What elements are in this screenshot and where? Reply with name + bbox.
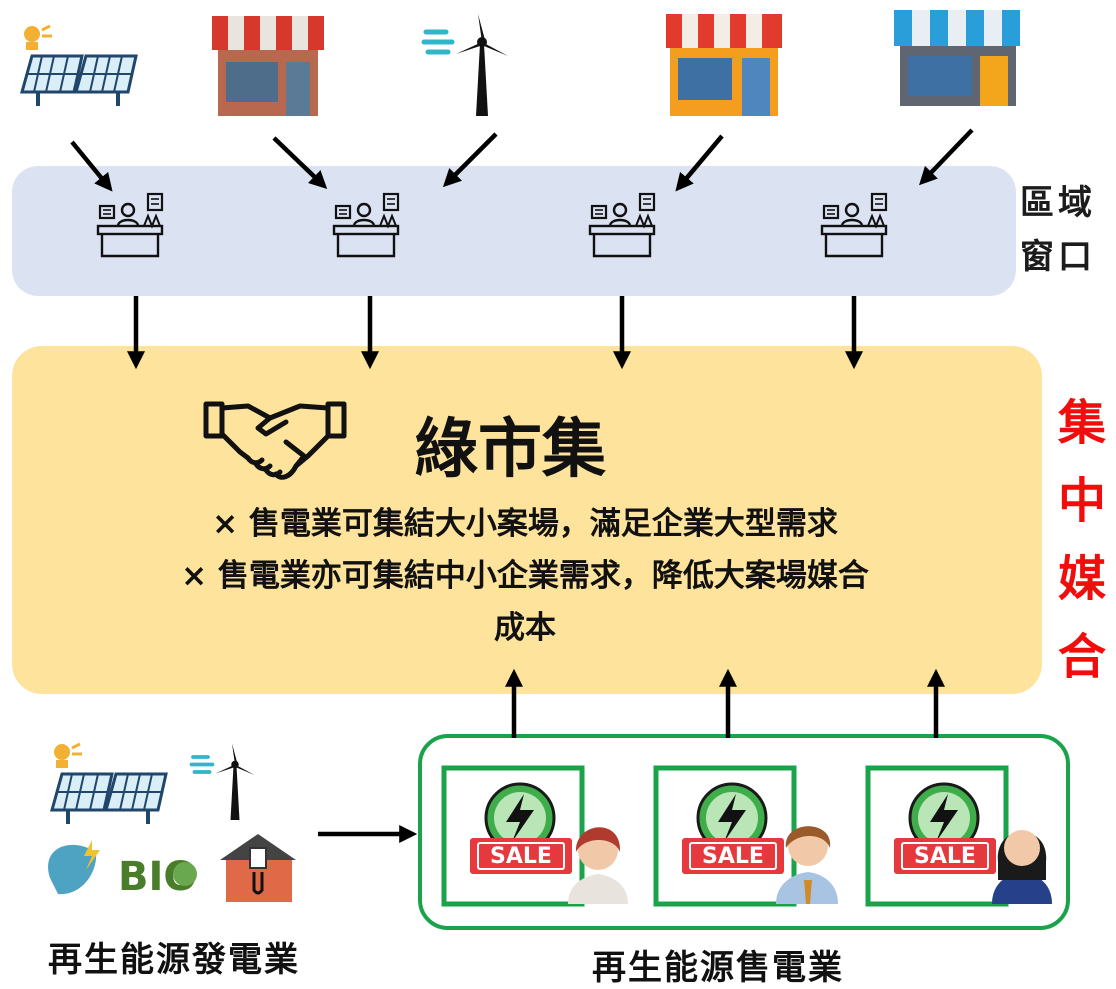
man-avatar [776, 826, 838, 904]
storefront-orange-icon [666, 14, 782, 116]
woman-red-hair-avatar [568, 827, 628, 904]
retailers-panel [418, 734, 1070, 930]
regional-window-label: 區域 窗口 [1020, 183, 1096, 277]
sale-label: SALE [702, 844, 764, 869]
bio-icon: BIO [118, 854, 197, 900]
solar-panel-icon [20, 24, 138, 108]
market-bullet-1: × 售電業可集結大小案場，滿足企業大型需求 [212, 506, 838, 542]
regional-window-panel [12, 166, 1016, 296]
sale-label: SALE [914, 844, 976, 869]
wind-turbine-icon [424, 14, 508, 116]
market-bullet-2: × 售電業亦可集結中小企業需求，降低大案場媒合 [181, 558, 869, 594]
storefront-red-icon [212, 16, 324, 116]
handshake-icon [203, 401, 347, 480]
service-counter-icon [332, 192, 400, 258]
generators-caption: 再生能源發電業 [48, 940, 300, 980]
solar-panel-icon [50, 742, 168, 826]
down-arrows [127, 296, 863, 370]
geothermal-icon [220, 834, 296, 902]
wind-turbine-icon [189, 741, 257, 822]
green-market-panel [12, 346, 1042, 694]
service-counter-icon [96, 192, 164, 258]
sale-card [865, 765, 1009, 907]
market-title: 綠市集 [414, 413, 606, 487]
retailers-caption: 再生能源售電業 [592, 948, 844, 988]
woman-dark-hair-avatar [992, 830, 1052, 904]
storefront-blue-icon [894, 10, 1020, 106]
service-counter-icon [820, 192, 888, 258]
market-bullet-3: 成本 [494, 610, 556, 646]
input-arrows [70, 128, 974, 192]
central-matching-label: 集 中 媒 合 [1057, 395, 1106, 685]
hydro-icon [48, 840, 100, 895]
service-counter-icon [588, 192, 656, 258]
sale-label: SALE [490, 844, 552, 869]
up-arrows [505, 668, 945, 738]
